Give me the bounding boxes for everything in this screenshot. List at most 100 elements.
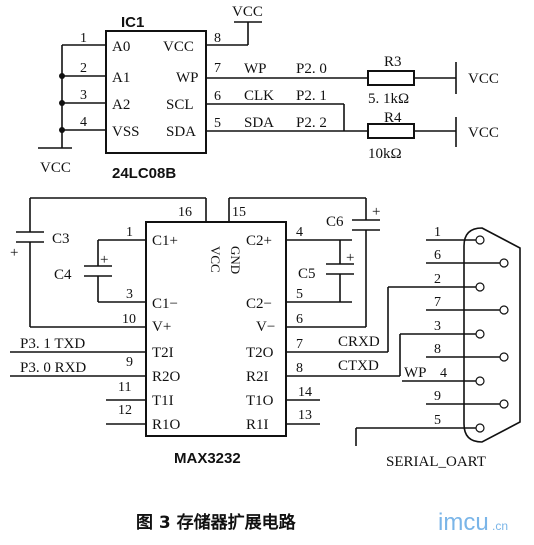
db9-connector: 1 6 2 7 3 8 4 9 5 WP SERIAL_OART	[355, 225, 521, 470]
pin-name-gnd: GND	[228, 246, 243, 274]
pin-name: C1+	[152, 233, 178, 249]
pin-name: WP	[176, 70, 199, 86]
pin-number: 10	[122, 312, 136, 327]
pin-number: 1	[126, 225, 133, 240]
vcc-label: VCC	[468, 125, 499, 141]
capacitor-c6: C6 +	[229, 197, 380, 327]
max3232-part-label: MAX3232	[174, 450, 241, 467]
port-label: P2. 2	[296, 115, 327, 131]
pin-name: SDA	[166, 124, 196, 140]
watermark-logo: imcu .cn	[438, 509, 508, 536]
pin-name: T1O	[246, 393, 274, 409]
pin-number: 7	[214, 61, 221, 76]
connector-pin-hole	[475, 329, 485, 339]
pin-name: R1I	[246, 417, 269, 433]
vcc-label: VCC	[40, 160, 71, 176]
max3232-chip: MAX3232 16 1 5 VCC GND C1+ C1− V+ T2I R2O…	[10, 198, 400, 467]
pin-name: A0	[112, 39, 130, 55]
pin-number: 1	[434, 225, 441, 240]
port-label: P2. 1	[296, 88, 327, 104]
pin-number: 12	[118, 403, 132, 418]
wp-label: WP	[404, 365, 427, 381]
pin-number: 7	[296, 337, 303, 352]
connector-pin-hole	[499, 305, 509, 315]
net-label-clk: CLK	[244, 88, 274, 104]
pin-name: A1	[112, 70, 130, 86]
pin-number: 6	[434, 248, 441, 263]
capacitor-label: C3	[52, 231, 70, 247]
junction-dot	[59, 100, 65, 106]
polarity-plus: +	[100, 252, 108, 268]
pin-number: 16	[178, 205, 192, 220]
pin-number: 11	[118, 380, 131, 395]
polarity-plus: +	[10, 245, 18, 261]
resistor-ref: R4	[384, 110, 402, 126]
pin-name: C1−	[152, 296, 178, 312]
ic1-eeprom: IC1 24LC08B VCC 1 2 3 4 A0 A1 A2 VSS VCC…	[38, 4, 368, 182]
max3232-body	[145, 221, 287, 437]
pin-number: 2	[434, 272, 441, 287]
pin-name: SCL	[166, 97, 194, 113]
resistor-value: 10kΩ	[368, 146, 402, 162]
junction-dot	[59, 127, 65, 133]
crxd-label: CRXD	[338, 334, 380, 350]
pin-name: VCC	[163, 39, 194, 55]
net-label-wp: WP	[244, 61, 267, 77]
pin-number: 2	[80, 61, 87, 76]
connector-pin-hole	[475, 282, 485, 292]
figure-caption: 图 3 存储器扩展电路	[136, 512, 297, 533]
pin-number: 9	[434, 389, 441, 404]
capacitor-c5: C5 +	[298, 240, 354, 302]
pin-number: 6	[296, 312, 303, 327]
pin-number: 3	[126, 287, 133, 302]
pin-name: R2I	[246, 369, 269, 385]
pin-name-vcc: VCC	[208, 246, 223, 273]
pin-name: VSS	[112, 124, 140, 140]
connector-pin-hole	[499, 399, 509, 409]
pin-name: T1I	[152, 393, 174, 409]
pin-number: 9	[126, 355, 133, 370]
resistor-value: 5. 1kΩ	[368, 91, 409, 107]
vcc-label: VCC	[468, 71, 499, 87]
pin-name: R2O	[152, 369, 181, 385]
pin-number: 4	[80, 115, 87, 130]
connector-shell	[463, 227, 521, 443]
resistor-r3: R3 VCC 5. 1kΩ	[367, 54, 499, 107]
ctxd-label: CTXD	[338, 358, 379, 374]
capacitor-c3: C3 +	[10, 197, 206, 327]
ic1-title: IC1	[121, 14, 144, 31]
ic1-left-pins: VCC 1 2 3 4 A0 A1 A2 VSS	[38, 31, 140, 176]
ic1-body	[105, 30, 207, 154]
pin-name: V−	[256, 319, 275, 335]
pin-name: C2−	[246, 296, 272, 312]
pin-name: T2O	[246, 345, 274, 361]
resistor-r4: R4 VCC 10kΩ	[343, 104, 499, 162]
capacitor-label: C4	[54, 267, 72, 283]
vcc-label: VCC	[232, 4, 263, 20]
ic1-part-label: 24LC08B	[112, 165, 176, 182]
capacitor-c4: C4 +	[54, 240, 112, 302]
pin-name: T2I	[152, 345, 174, 361]
capacitor-label: C5	[298, 266, 316, 282]
connector-pin-hole	[475, 376, 485, 386]
pin-number: 4	[440, 366, 447, 381]
pin-number: 13	[298, 408, 312, 423]
polarity-plus: +	[372, 204, 380, 220]
pin-number: 8	[434, 342, 441, 357]
pin-name: V+	[152, 319, 171, 335]
pin-number: 5	[214, 116, 221, 131]
rxd-label: P3. 0 RXD	[20, 360, 86, 376]
capacitor-label: C6	[326, 214, 344, 230]
pin-number: 1	[80, 31, 87, 46]
connector-name: SERIAL_OART	[386, 454, 486, 470]
pin-name: A2	[112, 97, 130, 113]
pin-number: 5	[296, 287, 303, 302]
watermark-main: imcu	[438, 509, 489, 536]
pin-number: 3	[80, 88, 87, 103]
pin-number: 14	[298, 385, 312, 400]
port-label: P2. 0	[296, 61, 327, 77]
pin-number: 4	[296, 225, 303, 240]
pin-name: C2+	[246, 233, 272, 249]
connector-pin-hole	[475, 235, 485, 245]
